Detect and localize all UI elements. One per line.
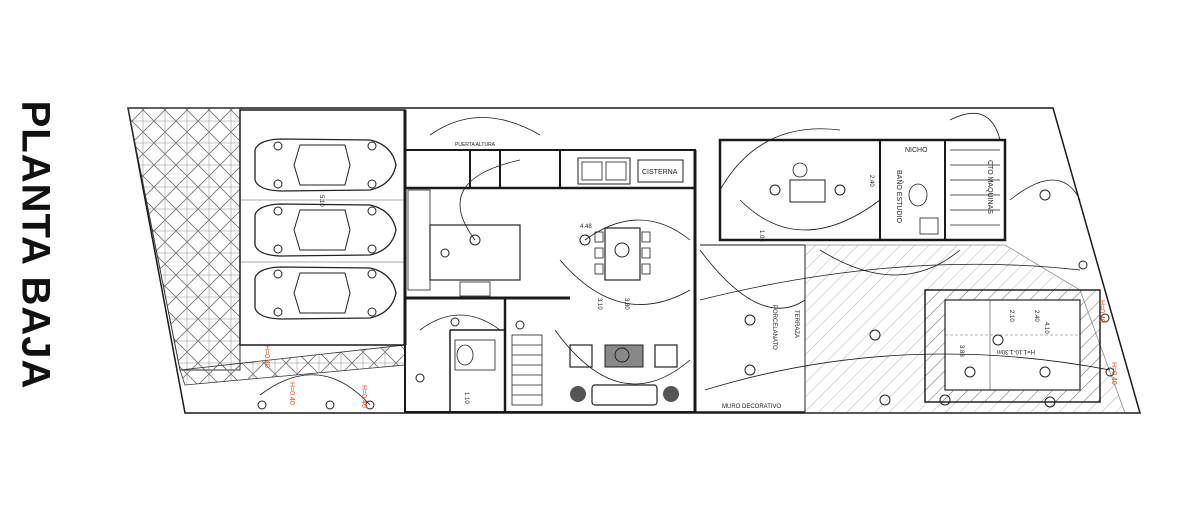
svg-text:H=0.40: H=0.40 <box>360 385 367 408</box>
svg-text:H=0.40: H=0.40 <box>263 345 270 368</box>
muro-decorativo-label: MURO DECORATIVO <box>722 404 782 410</box>
svg-text:1.05: 1.05 <box>758 230 764 242</box>
dimensions: 4.48 5.10 3.80 2.40 1.05 3.10 1.10 2.10 … <box>318 175 1049 404</box>
driveway-paving <box>127 107 241 371</box>
svg-text:2.40: 2.40 <box>1033 310 1039 322</box>
car-1 <box>254 138 397 192</box>
stairs <box>511 334 543 406</box>
svg-text:3.10: 3.10 <box>596 298 602 310</box>
svg-text:H=0.40: H=0.40 <box>1110 362 1117 385</box>
terraza-label: TERRAZA <box>793 310 799 338</box>
svg-text:H=0.40: H=0.40 <box>1098 300 1105 323</box>
puerta-label: PUERTA ALTURA <box>455 142 496 148</box>
svg-text:3.88: 3.88 <box>958 345 964 357</box>
svg-text:1.10: 1.10 <box>463 392 469 404</box>
svg-text:2.10: 2.10 <box>1008 310 1014 322</box>
svg-text:H=0.40: H=0.40 <box>288 382 295 405</box>
light-fixtures <box>257 184 1115 410</box>
svg-text:3.80: 3.80 <box>623 298 629 310</box>
nicho-label: NICHO <box>905 147 928 154</box>
pool: H=1.10-1.30m <box>924 289 1101 403</box>
kitchen-island <box>429 224 521 281</box>
bano-estudio-label: BAÑO ESTUDIO <box>895 170 904 223</box>
car-2 <box>254 203 397 257</box>
car-3 <box>254 266 397 320</box>
cto-maquinas-label: CTO MAQUINAS <box>986 160 993 214</box>
lot-outline <box>127 107 1141 414</box>
svg-text:4.10: 4.10 <box>1043 322 1049 334</box>
cisterna-box <box>637 159 684 183</box>
svg-text:4.48: 4.48 <box>580 224 592 230</box>
cisterna-label: CISTERNA <box>642 169 678 176</box>
svg-text:5.10: 5.10 <box>318 195 324 207</box>
pool-depth-label: H=1.10-1.30m <box>997 348 1035 354</box>
living-furniture <box>569 344 679 406</box>
dining-table <box>594 227 651 281</box>
porcelanato-label: PORCELANATO <box>771 305 777 350</box>
svg-text:2.40: 2.40 <box>868 175 874 187</box>
machine-room-stairs <box>950 149 1000 226</box>
height-tags: H=0.40 H=0.40 H=0.40 H=0.40 H=0.40 <box>263 300 1117 408</box>
electrical-circuits <box>259 112 1111 406</box>
